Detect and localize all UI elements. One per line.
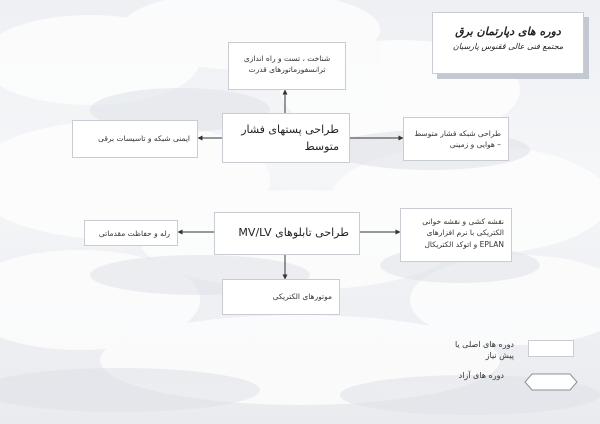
node-drawing-software[interactable]: نقشه کشی و نقشه خوانی الکتریکی با نرم اف…: [400, 208, 512, 262]
legend-main-label: دوره های اصلی یا پیش نیاز: [454, 340, 514, 360]
node-protection-label: رله و حفاظت مقدماتی: [98, 229, 170, 238]
node-mv-substation-label: طراحی پستهای فشار متوسط: [241, 123, 339, 153]
node-power-transformers-label: شناخت ، تست و راه اندازی ترانسفورماتورها…: [243, 54, 331, 75]
legend-free-label: دوره های آزاد: [458, 371, 504, 380]
node-mv-substation[interactable]: طراحی پستهای فشار متوسط: [222, 113, 355, 168]
legend-main-swatch: [528, 340, 574, 357]
node-motors-label: موتورهای الکتریکی: [272, 292, 332, 301]
logo-subtitle: مجتمع فنی عالی ققنوس پارسیان: [452, 42, 564, 51]
node-protection[interactable]: رله و حفاظت مقدماتی: [84, 220, 178, 246]
node-mv-network-label: طراحی شبکه فشار متوسط – هوایی و زمینی: [414, 129, 501, 150]
department-logo: دوره های دپارتمان برق مجتمع فنی عالی ققن…: [432, 12, 584, 74]
node-power-transformers[interactable]: شناخت ، تست و راه اندازی ترانسفورماتورها…: [228, 42, 346, 90]
legend-free-swatch: [524, 373, 578, 391]
logo-title: دوره های دپارتمان برق: [455, 25, 561, 38]
node-motors[interactable]: موتورهای الکتریکی: [222, 279, 340, 315]
node-mv-network[interactable]: طراحی شبکه فشار متوسط – هوایی و زمینی: [403, 117, 509, 161]
node-grid-safety[interactable]: ایمنی شبکه و تاسیسات برقی: [72, 120, 198, 158]
node-grid-safety-label: ایمنی شبکه و تاسیسات برقی: [98, 134, 190, 143]
node-mv-lv-panels[interactable]: طراحی تابلوهای MV/LV: [214, 212, 365, 260]
node-mv-lv-panels-label: طراحی تابلوهای MV/LV: [238, 226, 349, 239]
node-drawing-software-label: نقشه کشی و نقشه خوانی الکتریکی با نرم اف…: [422, 217, 504, 249]
